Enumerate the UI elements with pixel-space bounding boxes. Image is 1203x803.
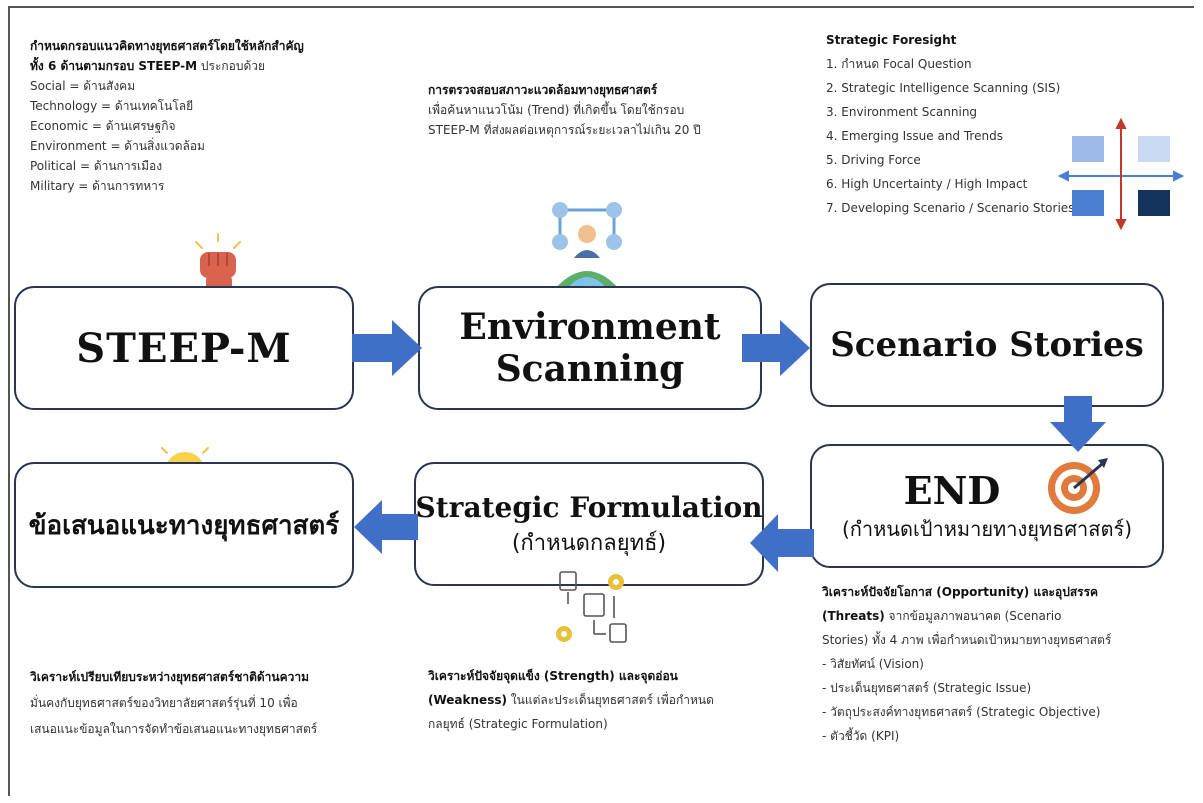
diagram-frame [8,6,1194,796]
formulation-desc-line1: วิเคราะห์ปัจจัยจุดแข็ง (Strength) และจุด… [428,669,678,683]
foresight-step: 3. Environment Scanning [826,105,978,119]
end-item: - วัตถุประสงค์ทางยุทธศาสตร์ (Strategic O… [822,705,1101,719]
recommendation-title: ข้อเสนอแนะทางยุทธศาสตร์ [28,510,340,541]
foresight-step: 4. Emerging Issue and Trends [826,129,1003,143]
end-desc-line3: Stories) ทั้ง 4 ภาพ เพื่อกำหนดเป้าหมายทา… [822,633,1112,647]
formulation-description: วิเคราะห์ปัจจัยจุดแข็ง (Strength) และจุด… [428,664,714,736]
steep-description: กำหนดกรอบแนวคิดทางยุทธศาสตร์โดยใช้หลักสำ… [30,36,304,196]
formulation-desc-line2-rest: ในแต่ละประเด็นยุทธศาสตร์ เพื่อกำหนด [506,693,714,707]
steep-heading-line2: ทั้ง 6 ด้านตามกรอบ STEEP-M [30,59,198,73]
arrow-environment-to-scenario [742,320,810,376]
recommendation-description: วิเคราะห์เปรียบเทียบระหว่างยุทธศาสตร์ชาต… [30,664,317,742]
steep-heading-line2-rest: ประกอบด้วย [197,59,266,73]
environment-description: การตรวจสอบสภาวะแวดล้อมทางยุทธศาสตร์ เพื่… [428,80,701,140]
end-item: - วิสัยทัศน์ (Vision) [822,657,924,671]
arrow-formulation-to-recommendation [354,500,418,554]
end-description: วิเคราะห์ปัจจัยโอกาส (Opportunity) และอุ… [822,580,1111,748]
steep-item: Social = ด้านสังคม [30,79,136,93]
steep-item: Technology = ด้านเทคโนโลยี [30,99,194,113]
strategic-formulation-box: Strategic Formulation (กำหนดกลยุทธ์) [414,462,764,586]
network-globe-icon [552,202,622,290]
foresight-step: 2. Strategic Intelligence Scanning (SIS) [826,81,1061,95]
scenario-stories-box: Scenario Stories [810,283,1164,407]
arrow-end-to-formulation [750,514,814,572]
steep-item: Political = ด้านการเมือง [30,159,163,173]
foresight-step: 6. High Uncertainty / High Impact [826,177,1028,191]
quadrant-matrix-icon [1058,118,1184,230]
steep-item: Military = ด้านการทหาร [30,179,165,193]
process-flow-icon [556,571,627,643]
formulation-subtitle: (กำหนดกลยุทธ์) [511,531,667,556]
end-item: - ตัวชี้วัด (KPI) [822,729,900,743]
environment-desc-bold: การตรวจสอบสภาวะแวดล้อมทางยุทธศาสตร์ [428,83,658,97]
environment-desc-line: STEEP-M ที่ส่งผลต่อเหตุการณ์ระยะเวลาไม่เ… [428,123,701,137]
end-desc-line2-bold: (Threats) [822,609,885,623]
recommendation-box: ข้อเสนอแนะทางยุทธศาสตร์ [14,462,354,588]
foresight-step: 7. Developing Scenario / Scenario Storie… [826,201,1075,215]
environment-title-line1: Environment [459,306,721,348]
steep-m-box: STEEP-M [14,286,354,410]
recommend-desc-line: เสนอแนะข้อมูลในการจัดทำข้อเสนอแนะทางยุทธ… [30,722,318,736]
recommend-desc-line: วิเคราะห์เปรียบเทียบระหว่างยุทธศาสตร์ชาต… [30,670,310,684]
foresight-step: 5. Driving Force [826,153,921,167]
end-desc-line1: วิเคราะห์ปัจจัยโอกาส (Opportunity) และอุ… [822,585,1099,599]
arrow-steep-to-environment [352,320,422,376]
environment-scanning-box: Environment Scanning [418,286,762,410]
end-subtitle: (กำหนดเป้าหมายทางยุทธศาสตร์) [841,517,1133,541]
end-title: END [903,468,1001,513]
foresight-title: Strategic Foresight [826,33,957,47]
steep-item: Economic = ด้านเศรษฐกิจ [30,119,176,133]
formulation-title: Strategic Formulation [415,491,763,524]
steep-item: Environment = ด้านสิ่งแวดล้อม [30,139,205,153]
environment-title-line2: Scanning [495,348,685,390]
steep-m-title: STEEP-M [76,324,292,372]
recommend-desc-line: มั่นคงกับยุทธศาสตร์ของวิทยาลัยศาสตร์รุ่น… [30,696,298,710]
end-item: - ประเด็นยุทธศาสตร์ (Strategic Issue) [822,681,1032,695]
environment-desc-line: เพื่อค้นหาแนวโน้ม (Trend) ที่เกิดขึ้น โด… [428,103,685,117]
steep-heading-line1: กำหนดกรอบแนวคิดทางยุทธศาสตร์โดยใช้หลักสำ… [30,39,304,53]
formulation-desc-line3: กลยุทธ์ (Strategic Formulation) [428,717,608,731]
foresight-description: Strategic Foresight 1. กำหนด Focal Quest… [826,28,1074,220]
scenario-title: Scenario Stories [830,325,1144,365]
formulation-desc-line2-bold: (Weakness) [428,693,507,707]
arrow-scenario-to-end [1050,396,1106,452]
end-desc-line2-rest: จากข้อมูลภาพอนาคต (Scenario [884,609,1062,623]
foresight-step: 1. กำหนด Focal Question [826,57,972,71]
target-icon [1048,458,1108,514]
